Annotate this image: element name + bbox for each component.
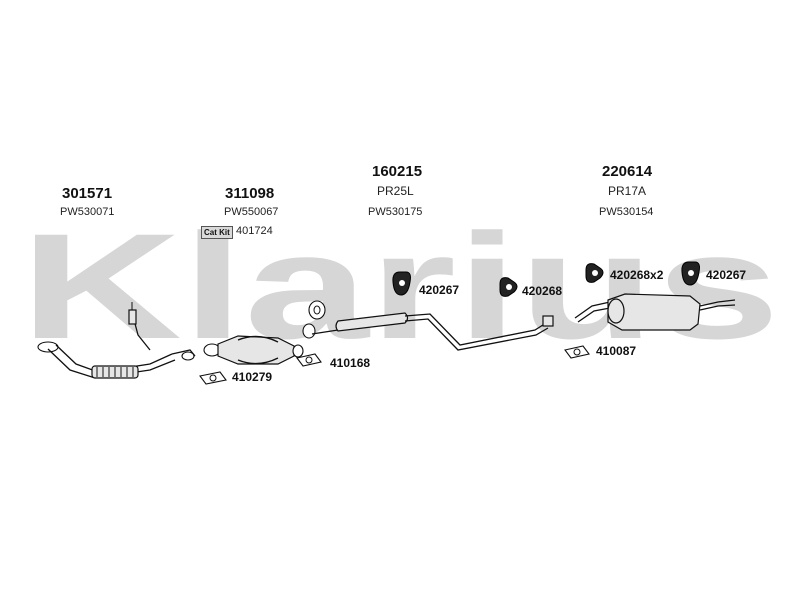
- gasket-label-410168: 410168: [330, 356, 371, 370]
- model-centre: PR25L: [377, 184, 414, 198]
- gasket-label-410279: 410279: [232, 370, 273, 384]
- part-number-rear: 220614: [602, 163, 653, 180]
- mounting-ring-icon: [308, 300, 326, 320]
- ref-rear: PW530154: [599, 206, 654, 218]
- rubber-hanger-420268x2-icon[interactable]: [585, 263, 604, 283]
- hanger-label-420268x2: 420268x2: [610, 268, 664, 282]
- part-number-downpipe: 301571: [62, 185, 113, 202]
- model-rear: PR17A: [608, 184, 647, 198]
- gasket-410087-icon[interactable]: [564, 345, 590, 359]
- rubber-hanger-420268-icon[interactable]: [499, 277, 518, 297]
- part-number-centre: 160215: [372, 163, 423, 180]
- gasket-label-410087: 410087: [596, 344, 637, 358]
- ref-downpipe: PW530071: [60, 206, 115, 218]
- gasket-410279-icon[interactable]: [199, 371, 227, 385]
- gasket-410168-icon[interactable]: [296, 353, 322, 367]
- hanger-label-420268: 420268: [522, 284, 563, 298]
- catalyst-part[interactable]: [203, 335, 304, 365]
- hanger-label-420267-rear: 420267: [706, 268, 747, 282]
- part-number-catalyst: 311098: [225, 185, 275, 202]
- rear-silencer-part[interactable]: [574, 293, 736, 331]
- front-downpipe-part[interactable]: [37, 302, 196, 379]
- ref-centre: PW530175: [368, 206, 423, 218]
- centre-section-part[interactable]: [302, 312, 554, 351]
- cat-kit-badge: Cat Kit: [201, 226, 233, 239]
- rubber-hanger-420267-rear-icon[interactable]: [681, 261, 700, 286]
- rubber-hanger-420267-icon[interactable]: [392, 271, 411, 296]
- hanger-label-420267: 420267: [419, 283, 460, 297]
- ref-catalyst: PW550067: [224, 206, 279, 218]
- cat-kit-number: 401724: [236, 225, 273, 237]
